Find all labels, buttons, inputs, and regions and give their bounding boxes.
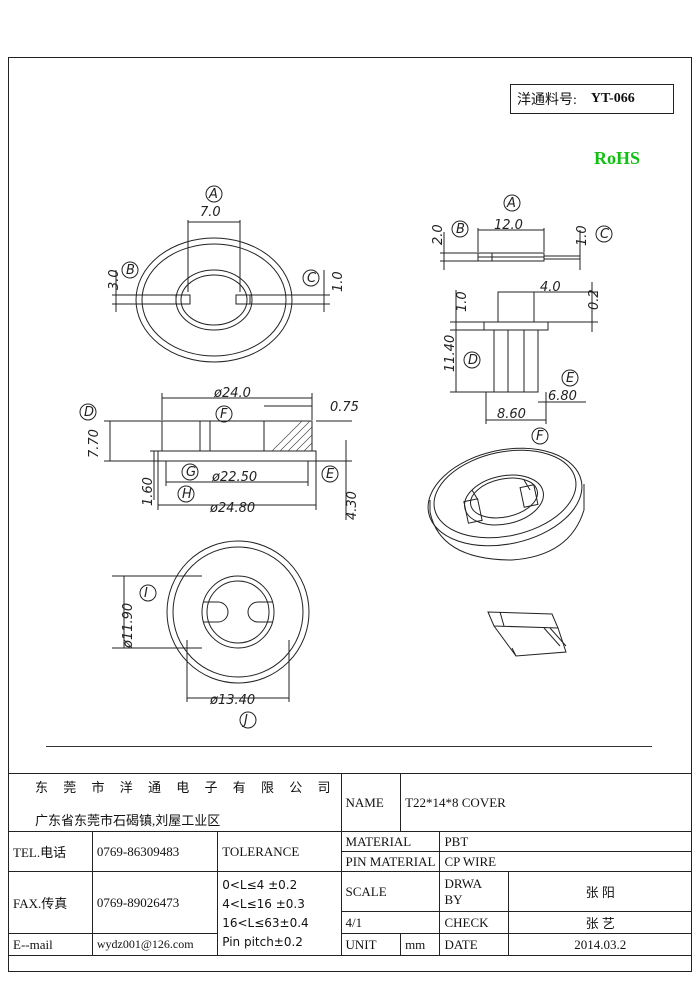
email-label: E--mail: [8, 933, 93, 956]
scale-label: SCALE: [340, 871, 441, 912]
company-address: 广东省东莞市石碣镇,刘屋工业区: [35, 812, 221, 828]
pin-label-f: F: [536, 429, 544, 444]
unit-label: UNIT: [340, 933, 402, 956]
drawn-value: 张 阳: [508, 871, 692, 912]
scale-value: 4/1: [340, 911, 441, 934]
date-label: DATE: [439, 933, 510, 956]
drawn-label: DRWA BY: [439, 871, 510, 912]
bot-dim-1190: ø11.90: [121, 603, 136, 649]
pin-dim-680: 6.80: [548, 389, 577, 404]
side-dim-12: 12.0: [494, 218, 523, 233]
drawing-frame: [8, 57, 692, 972]
sec-label-h: H: [182, 487, 192, 502]
title-separator: [46, 746, 652, 747]
top-dim-1: 1.0: [331, 271, 346, 292]
part-number-value: YT-066: [590, 91, 635, 106]
pin-dim-02: 0.2: [587, 289, 602, 310]
sec-dim-2480: ø24.80: [209, 501, 255, 516]
side-label-b: B: [456, 222, 465, 237]
pin-label-d: D: [468, 353, 478, 368]
part-number-label: 洋通料号:: [517, 93, 577, 108]
material-label: MATERIAL: [340, 831, 441, 852]
top-view: [112, 185, 330, 363]
tel-value: 0769-86309483: [91, 831, 219, 872]
tel-label: TEL.电话: [8, 831, 93, 872]
fax-label: FAX.传真: [8, 871, 93, 934]
name-value: T22*14*8 COVER: [400, 773, 692, 832]
pin-material-value: CP WIRE: [439, 851, 692, 872]
title-block: 东 莞 市 洋 通 电 子 有 限 公 司 广东省东莞市石碣镇,刘屋工业区 NA…: [8, 773, 692, 956]
sec-dim-2250: ø22.50: [211, 470, 257, 485]
sec-label-f: F: [220, 407, 228, 422]
date-value: 2014.03.2: [508, 933, 692, 956]
email-value: wydz001@126.com: [91, 933, 219, 956]
part-number-box: 洋通料号: YT-066: [510, 84, 674, 114]
pin-dim-1: 1.0: [455, 291, 470, 312]
bot-dim-1340: ø13.40: [209, 693, 255, 708]
pin-dim-1140: 11.40: [443, 335, 458, 372]
material-value: PBT: [439, 831, 692, 852]
tolerance-range-1: 0<L≤4 ±0.2: [222, 877, 298, 892]
check-value: 张 艺: [508, 911, 692, 934]
sec-label-d: D: [84, 405, 94, 420]
company-name: 东 莞 市 洋 通 电 子 有 限 公 司: [35, 779, 337, 795]
tolerance-range-2: 4<L≤16 ±0.3: [222, 896, 305, 911]
tolerance-range-3: 16<L≤63±0.4: [222, 915, 309, 930]
tolerance-label: TOLERANCE: [217, 831, 342, 872]
pin-front-view: [450, 282, 598, 445]
sec-dim-160: 1.60: [141, 477, 156, 506]
tolerance-ranges: 0<L≤4 ±0.2 4<L≤16 ±0.3 16<L≤63±0.4 Pin p…: [217, 871, 342, 956]
pin-side-view: [440, 194, 613, 270]
sec-label-e: E: [326, 467, 335, 482]
side-dim-2: 2.0: [431, 224, 446, 245]
rohs-mark: RoHS: [594, 148, 641, 168]
side-label-c: C: [600, 227, 610, 242]
top-dim-7: 7.0: [200, 205, 221, 220]
top-label-a: A: [208, 187, 218, 202]
side-dim-1: 1.0: [575, 225, 590, 246]
bot-label-j: J: [241, 713, 248, 728]
side-label-a: A: [506, 196, 516, 211]
section-view: [79, 393, 352, 520]
pin-label-e: E: [566, 371, 575, 386]
drawn-label-line1: DRWA: [444, 875, 482, 891]
sec-label-g: G: [186, 465, 196, 480]
pin-isometric-view: [487, 611, 567, 657]
top-label-c: C: [307, 271, 317, 286]
pin-dim-4: 4.0: [540, 280, 561, 295]
pin-material-label: PIN MATERIAL: [340, 851, 441, 872]
company-cell: 东 莞 市 洋 通 电 子 有 限 公 司 广东省东莞市石碣镇,刘屋工业区: [8, 773, 342, 832]
sec-dim-770: 7.70: [87, 429, 102, 458]
bottom-view: [112, 540, 310, 729]
sec-dim-240: ø24.0: [213, 386, 251, 401]
fax-value: 0769-89026473: [91, 871, 219, 934]
isometric-view: [427, 447, 585, 561]
pin-dim-860: 8.60: [497, 407, 526, 422]
unit-value: mm: [400, 933, 441, 956]
tolerance-pin-pitch: Pin pitch±0.2: [222, 934, 303, 949]
bot-label-i: I: [144, 586, 148, 601]
name-label: NAME: [340, 773, 402, 832]
top-dim-3: 3.0: [107, 269, 122, 290]
sec-dim-075: 0.75: [330, 400, 359, 415]
sec-dim-430: 4.30: [345, 491, 360, 520]
check-label: CHECK: [439, 911, 510, 934]
drawn-label-line2: BY: [444, 891, 463, 907]
top-label-b: B: [126, 263, 135, 278]
